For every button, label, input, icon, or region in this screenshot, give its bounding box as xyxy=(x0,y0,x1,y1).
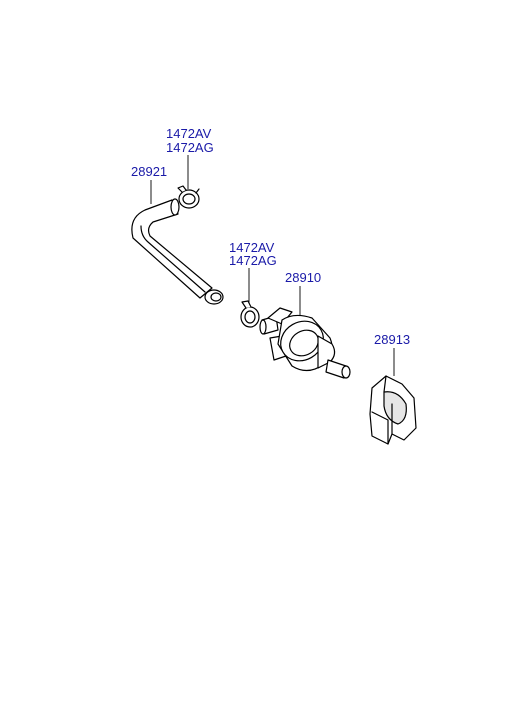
purge-control-valve xyxy=(259,307,351,379)
hose-clamp-top xyxy=(177,185,200,209)
label-valve: 28910 xyxy=(285,270,321,285)
label-clamp-top-ag: 1472AG xyxy=(166,140,214,155)
label-clamp-top-av: 1472AV xyxy=(166,126,212,141)
mounting-bracket xyxy=(369,375,417,445)
label-hose: 28921 xyxy=(131,164,167,179)
label-clamp-mid-ag: 1472AG xyxy=(229,253,277,268)
vacuum-hose xyxy=(131,198,224,305)
hose-clamp-mid xyxy=(240,300,260,328)
label-bracket: 28913 xyxy=(374,332,410,347)
label-clamp-mid-av: 1472AV xyxy=(229,240,275,255)
